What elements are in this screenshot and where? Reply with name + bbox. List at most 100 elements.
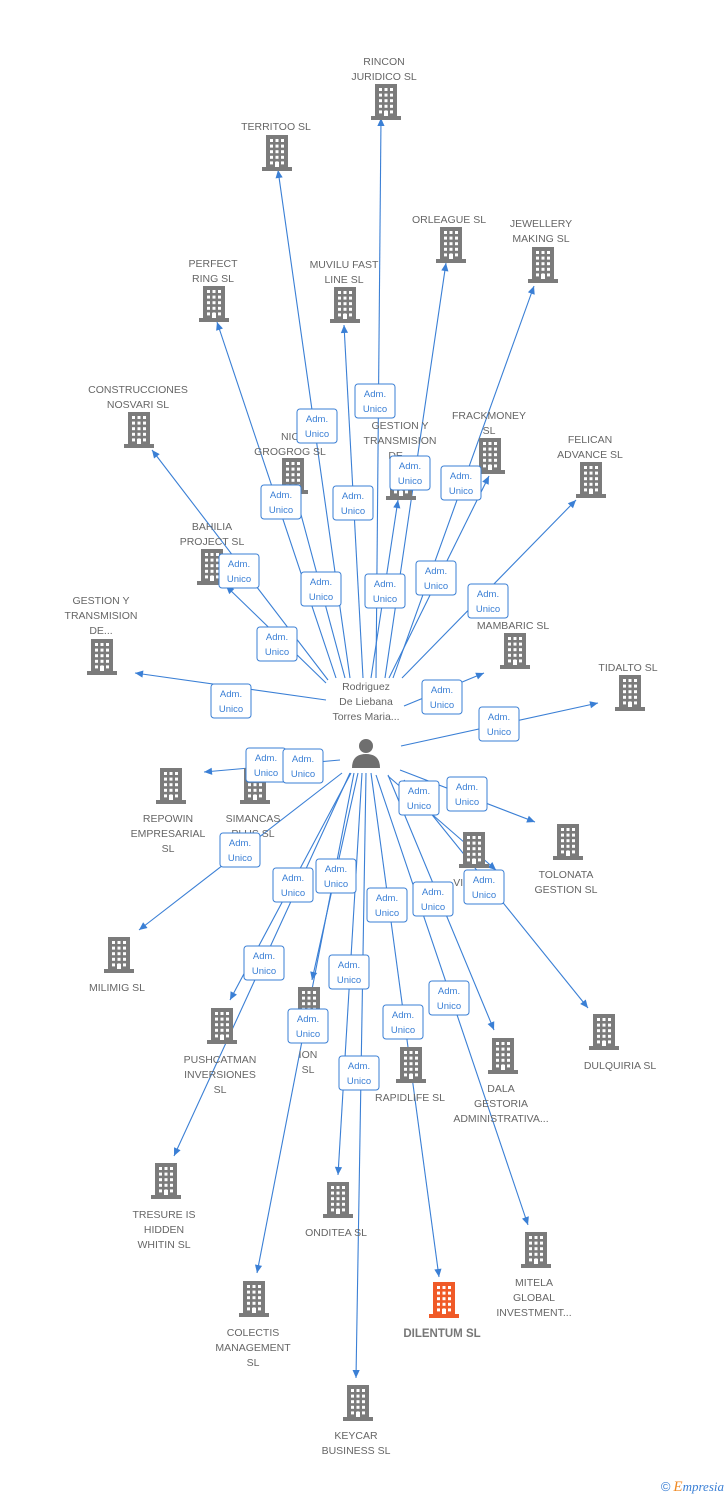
building-window	[207, 301, 210, 305]
role-badge[interactable]: Adm.Unico	[219, 832, 261, 868]
company-label-line: GESTION SL	[534, 884, 597, 896]
company-node[interactable]: TERRITOO SL	[241, 121, 311, 171]
building-window	[351, 1394, 354, 1398]
arrow-head-17	[526, 815, 535, 823]
building-window	[123, 957, 126, 961]
building-window	[634, 695, 637, 699]
role-badge[interactable]: Adm.Unico	[315, 858, 357, 894]
company-node[interactable]: ONDITEA SL	[305, 1182, 367, 1239]
building-door	[253, 795, 257, 800]
role-badge[interactable]: Adm.Unico	[389, 455, 431, 491]
role-badge[interactable]: Adm.Unico	[354, 383, 396, 419]
company-node[interactable]: TIDALTO SL	[598, 662, 658, 711]
company-label-line: ADVANCE SL	[557, 449, 623, 461]
role-badge[interactable]: Adm.Unico	[398, 780, 440, 816]
role-badge[interactable]: Adm.Unico	[282, 748, 324, 784]
building-window	[536, 251, 539, 254]
building-base	[615, 707, 645, 711]
building-window	[534, 1236, 538, 1239]
role-badge-box	[282, 748, 324, 784]
building-window	[331, 1208, 334, 1212]
company-label-line: SL	[214, 1084, 227, 1096]
company-node[interactable]: RAPIDLIFE SL	[375, 1047, 445, 1104]
building-window	[343, 307, 347, 311]
role-badge[interactable]: Adm.Unico	[210, 683, 252, 719]
building-window	[349, 313, 352, 317]
role-badge[interactable]: Adm.Unico	[412, 881, 454, 917]
role-badge[interactable]: Adm.Unico	[446, 776, 488, 812]
copyright-icon: ©	[660, 1479, 671, 1494]
building-window	[488, 442, 492, 445]
role-badge[interactable]: Adm.Unico	[478, 706, 520, 742]
role-badge-box	[296, 408, 338, 444]
company-node[interactable]: DULQUIRIA SL	[584, 1014, 657, 1072]
role-badge[interactable]: Adm.Unico	[366, 887, 408, 923]
role-badge[interactable]: Adm.Unico	[364, 573, 406, 609]
company-label-line: NOSVARI SL	[107, 399, 169, 411]
building-window	[597, 1023, 600, 1027]
building-window	[472, 836, 476, 839]
role-badge[interactable]: Adm.Unico	[272, 867, 314, 903]
role-badge[interactable]: Adm.Unico	[245, 747, 287, 783]
building-window	[536, 262, 539, 266]
company-node[interactable]: MAMBARIC SL	[477, 620, 550, 669]
role-badge[interactable]: Adm.Unico	[463, 869, 505, 905]
building-window	[561, 839, 564, 843]
building-window	[597, 1029, 600, 1033]
building-door	[252, 1308, 256, 1313]
building-base	[104, 969, 134, 973]
role-badge[interactable]: Adm.Unico	[260, 484, 302, 520]
building-window	[170, 1189, 173, 1193]
role-badge[interactable]: Adm.Unico	[256, 626, 298, 662]
role-badge[interactable]: Adm.Unico	[296, 408, 338, 444]
company-node[interactable]: FELICAN ADVANCE SL	[557, 434, 623, 498]
building-window	[210, 553, 214, 556]
role-badge[interactable]: Adm.Unico	[415, 560, 457, 596]
role-badge[interactable]: Adm.Unico	[440, 465, 482, 501]
building-window	[258, 1301, 261, 1305]
footer-brand[interactable]: ©Empresia	[661, 1479, 724, 1496]
role-badge[interactable]: Adm.Unico	[243, 945, 285, 981]
role-badge[interactable]: Adm.Unico	[428, 980, 470, 1016]
company-node[interactable]: ORLEAGUE SL	[412, 214, 486, 263]
building-base	[240, 800, 270, 804]
building-window	[496, 1064, 499, 1068]
role-badge[interactable]: Adm.Unico	[338, 1055, 380, 1091]
arrow-head-4	[216, 322, 223, 331]
company-label-line: FELICAN	[568, 434, 612, 446]
role-badge[interactable]: Adm.Unico	[287, 1008, 329, 1044]
building-window	[356, 1389, 360, 1392]
role-badge[interactable]: Adm.Unico	[328, 954, 370, 990]
company-node[interactable]: MILIMIG SL	[89, 937, 145, 994]
role-badge[interactable]: Adm.Unico	[300, 571, 342, 607]
role-badge[interactable]: Adm.Unico	[218, 553, 260, 589]
company-node[interactable]: DILENTUM SL	[403, 1282, 481, 1340]
role-badge[interactable]: Adm.Unico	[382, 1004, 424, 1040]
role-badge[interactable]: Adm.Unico	[332, 485, 374, 521]
building-window	[519, 659, 522, 663]
role-badge-text: Adm.	[392, 1010, 414, 1021]
role-badge[interactable]: Adm.Unico	[467, 583, 509, 619]
role-badge-text: Adm.	[408, 786, 430, 797]
role-badge[interactable]: Adm.Unico	[421, 679, 463, 715]
